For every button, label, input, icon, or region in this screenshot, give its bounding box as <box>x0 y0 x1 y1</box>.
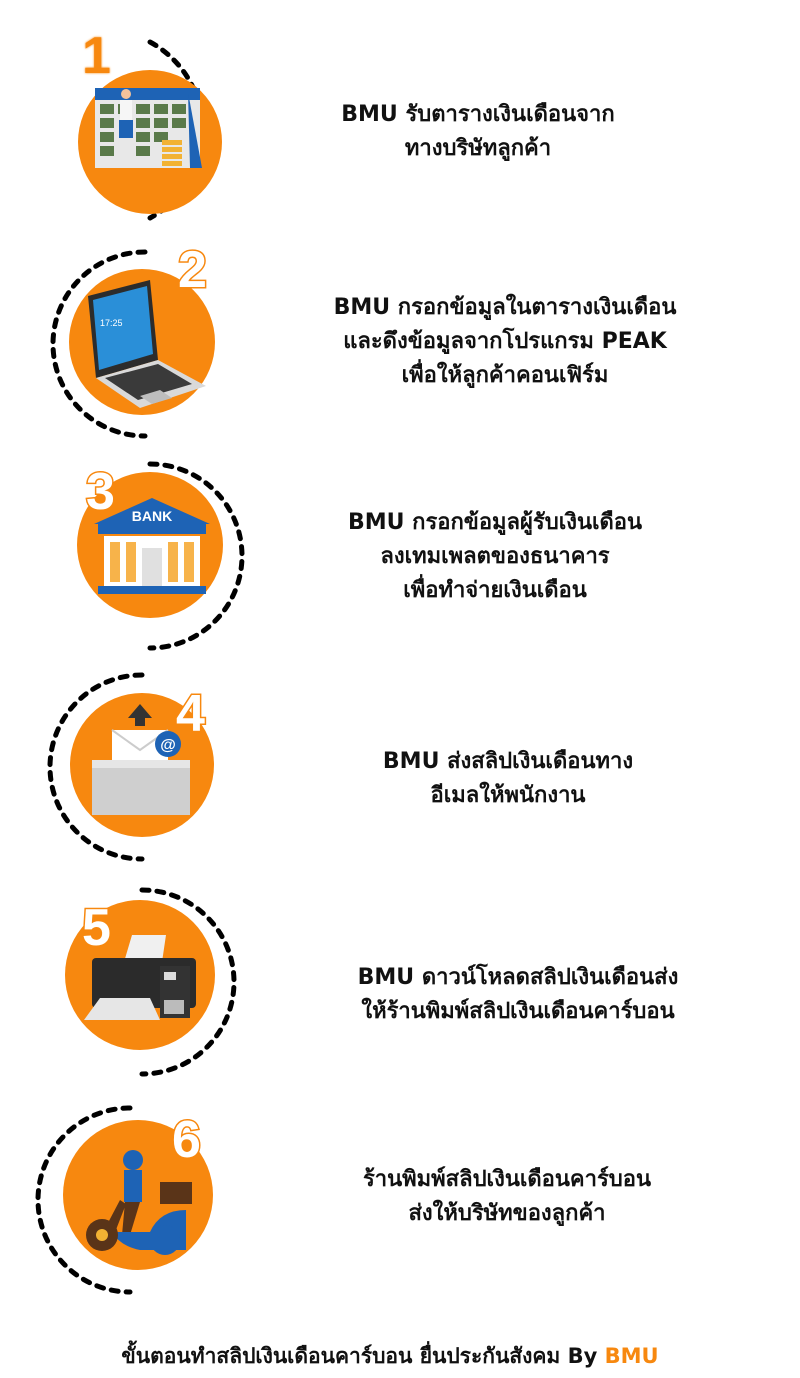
step-description: BMU รับตารางเงินเดือนจาก ทางบริษัทลูกค้า <box>341 98 614 166</box>
step-number: 4 <box>175 685 207 743</box>
step-6-circle <box>35 1105 213 1295</box>
description-line: ส่งให้บริษัทของลูกค้า <box>408 1201 606 1226</box>
laptop-icon <box>88 280 206 408</box>
footer-brand: BMU <box>604 1344 659 1368</box>
calendar-icon <box>95 88 202 168</box>
bank-label: BANK <box>132 508 172 524</box>
step-4: @ 4 BMU ส่งสลิปเงินเดือนทาง อีเมลให้พนัก… <box>0 660 800 880</box>
step-2: 17:25 2 BMU กรอกข้อมูลในตารางเงินเดือน แ… <box>0 200 800 439</box>
step-5-circle <box>65 887 237 1077</box>
laptop-screen-time: 17:25 <box>100 318 123 328</box>
step-description: BMU กรอกข้อมูลผู้รับเงินเดือน ลงเทมเพลตข… <box>348 506 642 608</box>
description-line: เพื่อให้ลูกค้าคอนเฟิร์ม <box>401 363 609 388</box>
step-number: 5 <box>81 899 113 957</box>
footer-text: ขั้นตอนทำสลิปเงินเดือนคาร์บอน ยื่นประกัน… <box>121 1344 605 1368</box>
description-line: BMU ส่งสลิปเงินเดือนทาง <box>382 749 634 774</box>
step-6: 6 ร้านพิมพ์สลิปเงินเดือนคาร์บอน ส่งให้บร… <box>0 1100 800 1320</box>
bank-icon <box>94 498 210 594</box>
description-line: BMU กรอกข้อมูลผู้รับเงินเดือน <box>347 510 643 535</box>
step-3: BANK 3 BMU กรอกข้อมูลผู้รับเงินเดือน ลงเ… <box>0 420 800 651</box>
step-number: 1 <box>81 27 112 85</box>
description-line: ร้านพิมพ์สลิปเงินเดือนคาร์บอน <box>362 1167 652 1192</box>
description-line: ทางบริษัทลูกค้า <box>404 136 552 161</box>
step-description: BMU ส่งสลิปเงินเดือนทาง อีเมลให้พนักงาน <box>383 745 633 813</box>
step-number: 3 <box>85 463 117 521</box>
step-description: BMU กรอกข้อมูลในตารางเงินเดือน และดึงข้อ… <box>334 291 677 393</box>
description-line: BMU รับตารางเงินเดือนจาก <box>341 102 615 127</box>
at-symbol: @ <box>160 737 176 754</box>
step-1: 1 BMU รับตารางเงินเดือนจาก ทางบริษัทลูกค… <box>0 0 800 221</box>
delivery-scooter-icon <box>86 1150 192 1255</box>
step-number: 6 <box>171 1111 203 1169</box>
printer-icon <box>84 935 196 1020</box>
description-line: ให้ร้านพิมพ์สลิปเงินเดือนคาร์บอน <box>361 999 675 1024</box>
footer-caption: ขั้นตอนทำสลิปเงินเดือนคาร์บอน ยื่นประกัน… <box>121 1340 658 1373</box>
step-number: 2 <box>177 241 209 299</box>
step-5: 5 BMU ดาวน์โหลดสลิปเงินเดือนส่ง ให้ร้านพ… <box>0 880 800 1100</box>
step-2-circle: 17:25 <box>50 249 215 439</box>
description-line: ลงเทมเพลตของธนาคาร <box>380 544 610 569</box>
step-description: ร้านพิมพ์สลิปเงินเดือนคาร์บอน ส่งให้บริษ… <box>363 1163 651 1231</box>
description-line: BMU กรอกข้อมูลในตารางเงินเดือน <box>333 295 677 320</box>
description-line: BMU ดาวน์โหลดสลิปเงินเดือนส่ง <box>357 965 679 990</box>
step-description: BMU ดาวน์โหลดสลิปเงินเดือนส่ง ให้ร้านพิม… <box>358 961 679 1029</box>
step-1-circle <box>78 39 222 221</box>
description-line: เพื่อทำจ่ายเงินเดือน <box>403 578 587 603</box>
email-inbox-icon <box>92 704 190 815</box>
step-4-circle: @ <box>47 672 214 862</box>
description-line: และดึงข้อมูลจากโปรแกรม PEAK <box>343 329 667 354</box>
description-line: อีเมลให้พนักงาน <box>430 783 586 808</box>
step-3-circle: BANK <box>77 461 245 651</box>
